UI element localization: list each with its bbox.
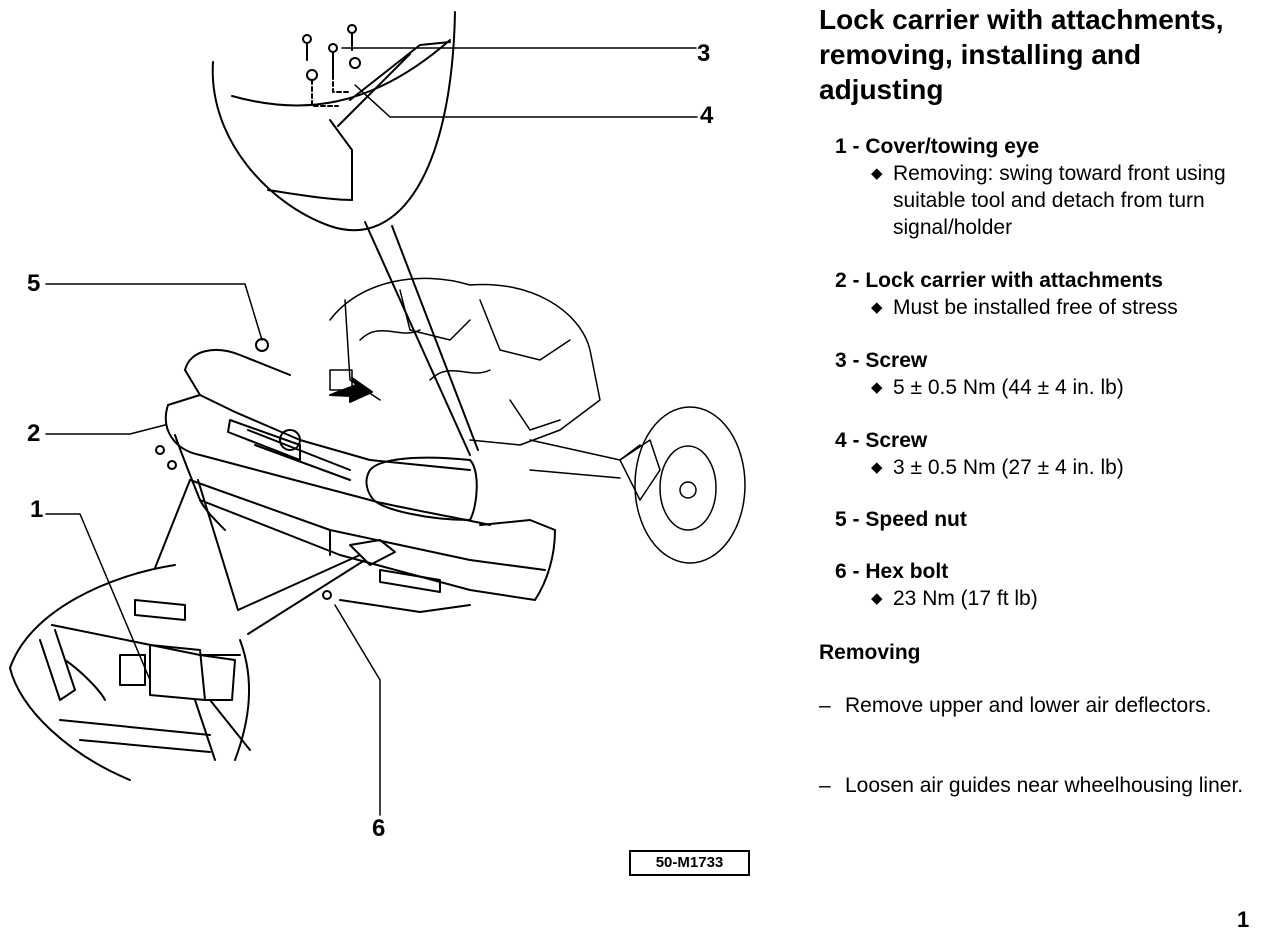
dash-bullet: –: [819, 694, 831, 717]
item-heading: 2 - Lock carrier with attachments: [835, 269, 1163, 292]
removing-step: – Loosen air guides near wheelhousing li…: [819, 774, 1244, 797]
diamond-bullet-icon: ◆: [871, 459, 883, 476]
item-heading: 6 - Hex bolt: [835, 560, 949, 583]
figure-id-label: 50-M1733: [629, 850, 750, 876]
page-number: 1: [1237, 907, 1250, 932]
callout-6: 6: [372, 815, 386, 842]
callout-3: 3: [697, 40, 711, 67]
diamond-bullet-icon: ◆: [871, 590, 883, 607]
item-heading: 1 - Cover/towing eye: [835, 135, 1040, 158]
callout-4: 4: [700, 102, 714, 129]
parts-list-item: 3 - Screw ◆ 5 ± 0.5 Nm (44 ± 4 in. lb): [835, 348, 1275, 401]
diamond-bullet-icon: ◆: [871, 299, 883, 316]
parts-list-item: 5 - Speed nut: [835, 507, 1275, 533]
parts-list-item: 1 - Cover/towing eye ◆ Removing: swing t…: [835, 134, 1275, 241]
item-note: ◆ 23 Nm (17 ft lb): [871, 587, 1038, 610]
item-note: ◆ Removing: swing toward front using sui…: [871, 162, 1226, 239]
parts-list-item: 6 - Hex bolt ◆ 23 Nm (17 ft lb): [835, 559, 1275, 612]
diamond-bullet-icon: ◆: [871, 379, 883, 396]
callout-leaders: [45, 47, 698, 816]
lock-carrier-front-end: [155, 338, 556, 613]
lock-carrier-illustration: [9, 11, 746, 816]
direction-arrow-icon: [329, 377, 373, 403]
parts-list-item: 2 - Lock carrier with attachments ◆ Must…: [835, 268, 1275, 321]
callout-2: 2: [27, 420, 41, 447]
callout-5: 5: [27, 270, 41, 297]
callout-1: 1: [30, 496, 44, 523]
item-note: ◆ 3 ± 0.5 Nm (27 ± 4 in. lb): [871, 456, 1124, 479]
item-note: ◆ 5 ± 0.5 Nm (44 ± 4 in. lb): [871, 376, 1124, 399]
detail-magnifier-bottom: [9, 564, 251, 781]
dash-bullet: –: [819, 774, 831, 797]
detail-magnifier-top: [211, 11, 456, 232]
page-title: Lock carrier with attachments, removing,…: [819, 4, 1224, 105]
item-heading: 4 - Screw: [835, 429, 928, 452]
item-note: ◆ Must be installed free of stress: [871, 296, 1178, 319]
removing-step: – Remove upper and lower air deflectors.: [819, 694, 1212, 717]
parts-list-item: 4 - Screw ◆ 3 ± 0.5 Nm (27 ± 4 in. lb): [835, 428, 1275, 481]
item-heading: 5 - Speed nut: [835, 508, 967, 531]
diamond-bullet-icon: ◆: [871, 165, 883, 182]
removing-heading: Removing: [819, 641, 921, 664]
exploded-view-figure: 3 4 5 2 1 6 50-M1733: [9, 11, 750, 876]
engine-sketch: [329, 277, 746, 564]
item-heading: 3 - Screw: [835, 349, 928, 372]
